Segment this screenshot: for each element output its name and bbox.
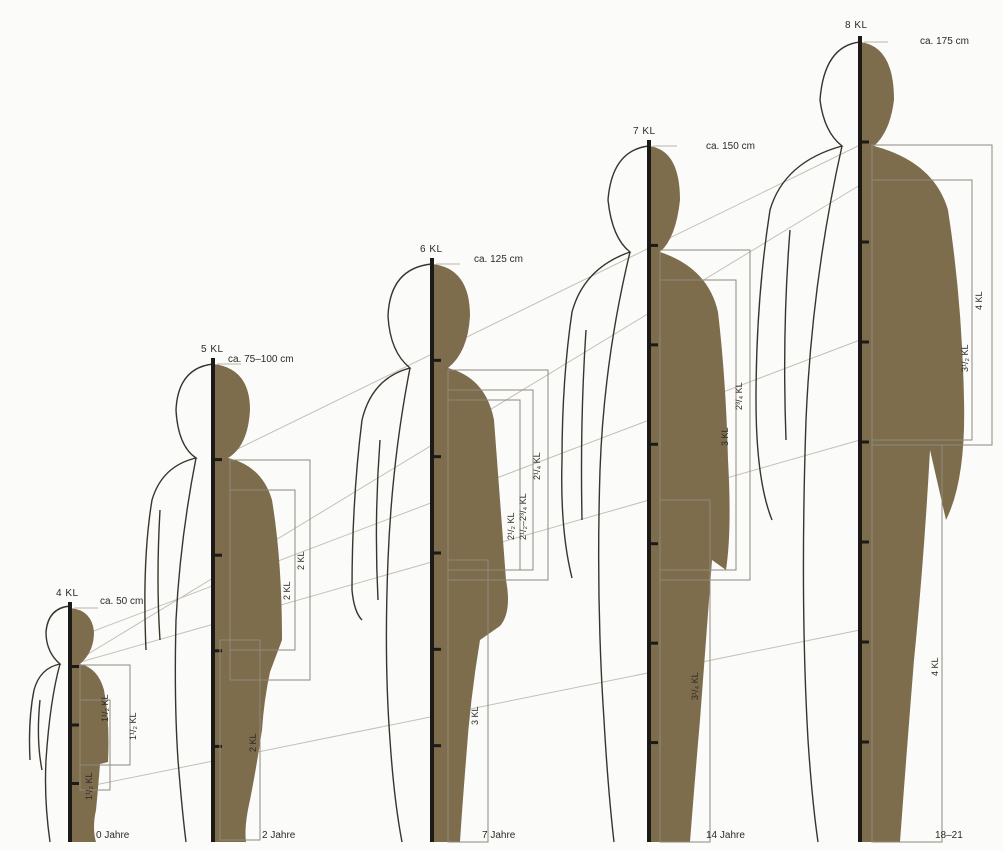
segment-label: 2 KL — [248, 733, 258, 752]
height-label: ca. 75–100 cm — [228, 354, 294, 365]
segment-label: 2 KL — [282, 581, 292, 600]
segment-label: 1¹/₂ KL — [100, 694, 110, 722]
head-units-label: 8 KL — [845, 20, 868, 31]
figure-silhouette-shadow — [432, 264, 508, 842]
age-label: 7 Jahre — [482, 830, 516, 841]
segment-label: 4 KL — [974, 291, 984, 310]
figure-outline-front — [30, 606, 71, 842]
segment-label: 4 KL — [930, 657, 940, 676]
age-label: 0 Jahre — [96, 830, 130, 841]
segment-label: 2 KL — [296, 551, 306, 570]
head-units-label: 6 KL — [420, 244, 443, 255]
segment-label: 1¹/₂ KL — [128, 712, 138, 740]
height-label: ca. 125 cm — [474, 254, 523, 265]
age-label: 18–21 — [935, 830, 963, 841]
segment-label: 2¹/₂–2³/₄ KL — [518, 493, 528, 540]
age-label: 14 Jahre — [706, 830, 745, 841]
figure-outline-front — [562, 146, 649, 842]
segment-label: 2¹/₂ KL — [506, 512, 516, 540]
height-label: ca. 50 cm — [100, 596, 143, 607]
figure-outline-front — [352, 264, 432, 842]
head-units-label: 4 KL — [56, 588, 79, 599]
height-label: ca. 175 cm — [920, 36, 969, 47]
segment-label: 2³/₄ KL — [734, 382, 744, 410]
segment-label: 3 KL — [470, 706, 480, 725]
segment-label: 2¹/₄ KL — [532, 452, 542, 480]
segment-label: 3 KL — [720, 427, 730, 446]
head-units-label: 7 KL — [633, 126, 656, 137]
segment-label: 3¹/₂ KL — [960, 344, 970, 372]
segment-label: 3¹/₄ KL — [690, 672, 700, 700]
guide-line-chin — [215, 145, 860, 460]
figure-outline-front — [145, 364, 213, 842]
age-label: 2 Jahre — [262, 830, 296, 841]
segment-label: 1¹/₂ KL — [84, 772, 94, 800]
figure-silhouette-shadow — [213, 364, 282, 842]
head-units-label: 5 KL — [201, 344, 224, 355]
figure-silhouette-shadow — [860, 42, 964, 842]
figure-outline-front — [756, 42, 860, 842]
height-label: ca. 150 cm — [706, 141, 755, 152]
